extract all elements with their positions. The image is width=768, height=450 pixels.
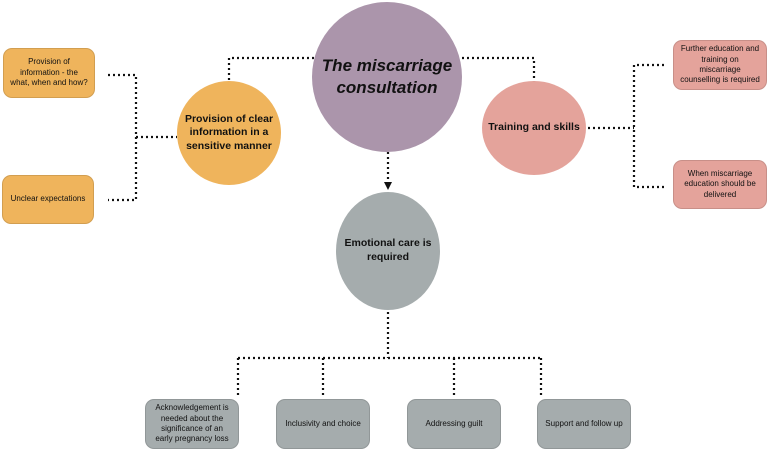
provision-theme-label: Provision of clear information in a sens…: [184, 112, 274, 152]
subtheme-acknowledgement-box: Acknowledgement is needed about the sign…: [145, 399, 239, 449]
subtheme-support-follow-up-box: Support and follow up: [537, 399, 631, 449]
subtheme-unclear-expectations-label: Unclear expectations: [10, 194, 86, 204]
main-topic-circle: The miscarriage consultation: [312, 2, 462, 152]
emotional-theme-circle: Emotional care is required: [336, 192, 440, 310]
subtheme-when-education-label: When miscarriage education should be del…: [684, 168, 756, 199]
provision-theme-circle: Provision of clear information in a sens…: [177, 81, 281, 185]
subtheme-unclear-expectations-box: Unclear expectations: [2, 175, 94, 224]
subtheme-addressing-guilt-box: Addressing guilt: [407, 399, 501, 449]
subtheme-when-education-box: When miscarriage education should be del…: [673, 160, 767, 209]
connector-main-to-provision: [225, 56, 314, 104]
subtheme-provision-information-label: Provision of information - the what, whe…: [10, 57, 88, 88]
subtheme-addressing-guilt-label: Addressing guilt: [425, 418, 483, 428]
training-theme-circle: Training and skills: [482, 81, 586, 175]
subtheme-inclusivity-label: Inclusivity and choice: [285, 418, 361, 428]
connector-training-bracket: [632, 63, 664, 189]
subtheme-acknowledgement-label: Acknowledgement is needed about the sign…: [155, 403, 229, 444]
subtheme-further-education-label: Further education and training on miscar…: [680, 44, 760, 85]
subtheme-support-follow-up-label: Support and follow up: [545, 418, 623, 428]
subtheme-further-education-box: Further education and training on miscar…: [673, 40, 767, 90]
main-topic-label: The miscarriage consultation: [321, 55, 453, 97]
subtheme-provision-information-box: Provision of information - the what, whe…: [3, 48, 95, 98]
connector-provision-bracket: [108, 73, 138, 202]
emotional-theme-label: Emotional care is required: [344, 237, 432, 263]
training-theme-label: Training and skills: [488, 121, 580, 134]
subtheme-inclusivity-box: Inclusivity and choice: [276, 399, 370, 449]
